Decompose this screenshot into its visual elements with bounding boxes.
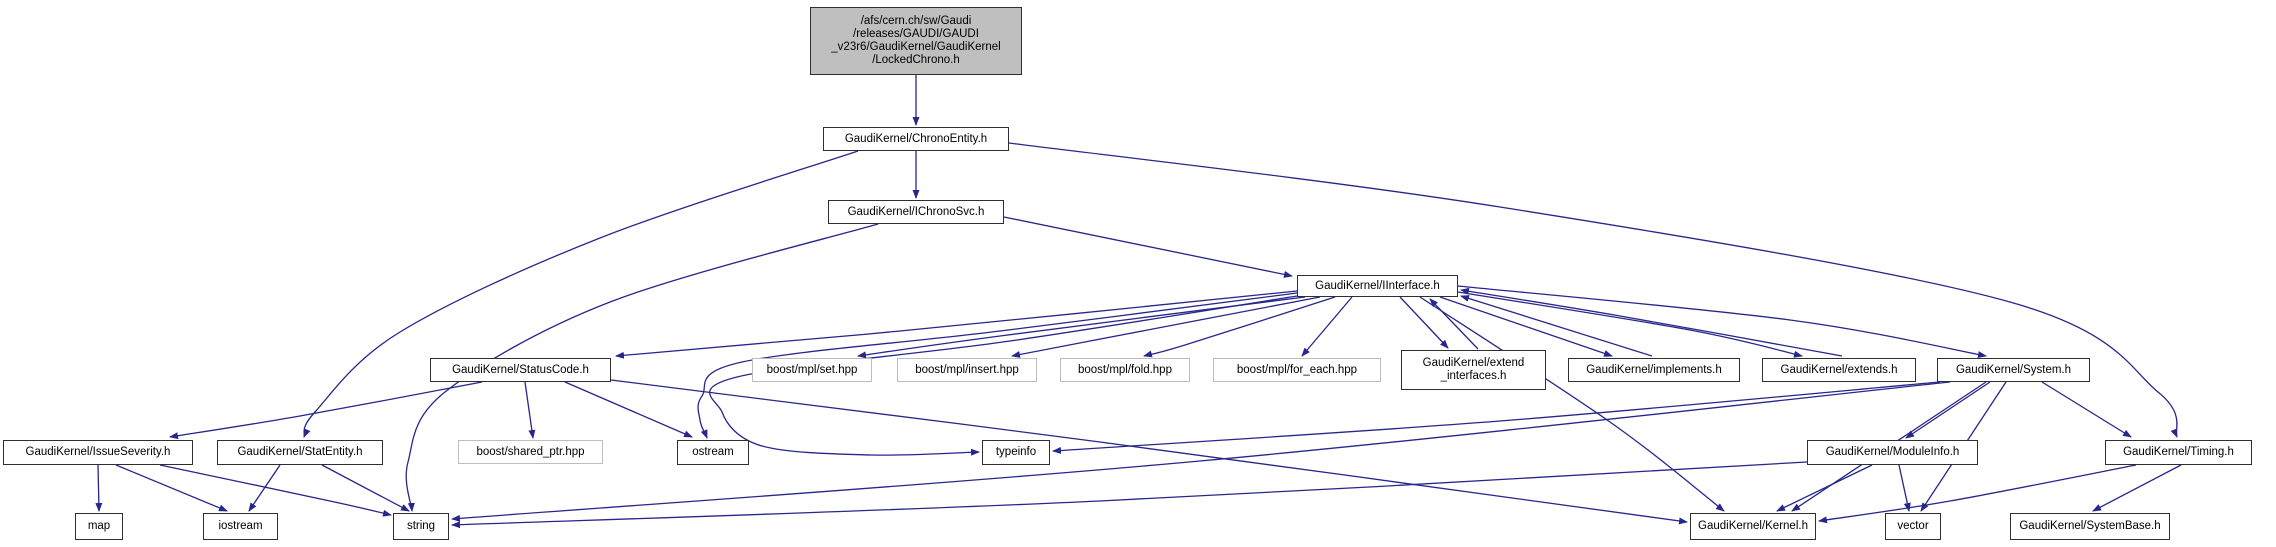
edge-chrono-entity-to-statentity bbox=[303, 150, 859, 438]
edge-iinterface-to-typeinfo bbox=[709, 295, 1298, 456]
edge-extend-interfaces-to-iinterface bbox=[1429, 298, 1479, 350]
node-extend-interfaces[interactable]: GaudiKernel/extend _interfaces.h bbox=[1401, 350, 1546, 390]
node-statuscode[interactable]: GaudiKernel/StatusCode.h bbox=[430, 358, 611, 382]
edge-moduleinfo-to-string bbox=[451, 461, 1808, 529]
edge-ichronosvc-to-iinterface bbox=[1003, 216, 1293, 278]
edge-statentity-to-string bbox=[321, 464, 410, 512]
edge-statuscode-to-ostream bbox=[564, 381, 693, 438]
edge-iinterface-to-kernel bbox=[1419, 296, 1725, 512]
edge-moduleinfo-to-vector bbox=[1898, 464, 1911, 512]
node-mpl-fold: boost/mpl/fold.hpp bbox=[1060, 358, 1190, 382]
edge-iinterface-to-implements bbox=[1439, 296, 1613, 357]
node-implements[interactable]: GaudiKernel/implements.h bbox=[1568, 358, 1740, 382]
node-shared-ptr: boost/shared_ptr.hpp bbox=[458, 440, 603, 464]
node-extends[interactable]: GaudiKernel/extends.h bbox=[1762, 358, 1916, 382]
edge-system-to-string bbox=[451, 381, 1951, 522]
edge-statuscode-to-shared-ptr bbox=[524, 381, 536, 439]
edge-iinterface-to-statuscode bbox=[615, 290, 1298, 359]
edge-iinterface-to-mpl-fold bbox=[1143, 296, 1336, 358]
edge-statuscode-to-kernel bbox=[610, 379, 1688, 525]
edge-iinterface-to-extend-interfaces bbox=[1399, 296, 1449, 349]
node-chrono-entity[interactable]: GaudiKernel/ChronoEntity.h bbox=[823, 127, 1009, 151]
node-root: /afs/cern.ch/sw/Gaudi /releases/GAUDI/GA… bbox=[810, 7, 1022, 75]
node-moduleinfo[interactable]: GaudiKernel/ModuleInfo.h bbox=[1807, 440, 1978, 465]
node-ostream[interactable]: ostream bbox=[677, 440, 749, 465]
node-typeinfo[interactable]: typeinfo bbox=[982, 440, 1050, 465]
node-ichronosvc[interactable]: GaudiKernel/IChronoSvc.h bbox=[828, 200, 1004, 224]
edge-implements-to-iinterface bbox=[1460, 295, 1653, 357]
edge-statuscode-to-issueseverity bbox=[169, 381, 483, 440]
node-system[interactable]: GaudiKernel/System.h bbox=[1937, 358, 2090, 382]
node-iinterface[interactable]: GaudiKernel/IInterface.h bbox=[1297, 275, 1458, 297]
edge-issueseverity-to-map bbox=[95, 464, 103, 512]
node-mpl-for-each: boost/mpl/for_each.hpp bbox=[1213, 358, 1381, 382]
edge-extends-to-iinterface bbox=[1460, 287, 1843, 357]
edge-system-to-timing bbox=[2041, 381, 2132, 438]
node-vector[interactable]: vector bbox=[1885, 513, 1941, 540]
node-systembase[interactable]: GaudiKernel/SystemBase.h bbox=[2010, 513, 2170, 540]
edge-timing-to-kernel bbox=[1818, 464, 2137, 524]
edge-ichronosvc-to-string bbox=[405, 223, 879, 512]
edge-iinterface-to-mpl-for-each bbox=[1301, 296, 1353, 357]
node-issueseverity[interactable]: GaudiKernel/IssueSeverity.h bbox=[3, 440, 193, 465]
edge-statentity-to-iostream bbox=[248, 464, 281, 512]
node-statentity[interactable]: GaudiKernel/StatEntity.h bbox=[217, 440, 383, 465]
edge-iinterface-to-mpl-insert bbox=[1011, 296, 1321, 358]
edge-timing-to-systembase bbox=[2092, 464, 2182, 512]
node-iostream[interactable]: iostream bbox=[203, 513, 278, 540]
edge-iinterface-to-ostream bbox=[697, 292, 1298, 439]
node-timing[interactable]: GaudiKernel/Timing.h bbox=[2105, 440, 2252, 465]
edge-system-to-typeinfo bbox=[1052, 381, 1941, 454]
edge-system-to-moduleinfo bbox=[1905, 381, 1991, 439]
node-mpl-insert: boost/mpl/insert.hpp bbox=[897, 358, 1037, 382]
node-string[interactable]: string bbox=[393, 513, 449, 540]
edge-issueseverity-to-string bbox=[159, 464, 392, 517]
node-kernel[interactable]: GaudiKernel/Kernel.h bbox=[1690, 513, 1816, 540]
edge-moduleinfo-to-kernel bbox=[1776, 464, 1873, 512]
edge-issueseverity-to-iostream bbox=[115, 464, 228, 512]
node-mpl-set: boost/mpl/set.hpp bbox=[752, 358, 872, 382]
node-map[interactable]: map bbox=[75, 513, 123, 540]
edge-chrono-entity-to-timing bbox=[1008, 142, 2178, 438]
edge-iinterface-to-system bbox=[1457, 285, 1987, 358]
edge-iinterface-to-extends bbox=[1457, 291, 1803, 358]
